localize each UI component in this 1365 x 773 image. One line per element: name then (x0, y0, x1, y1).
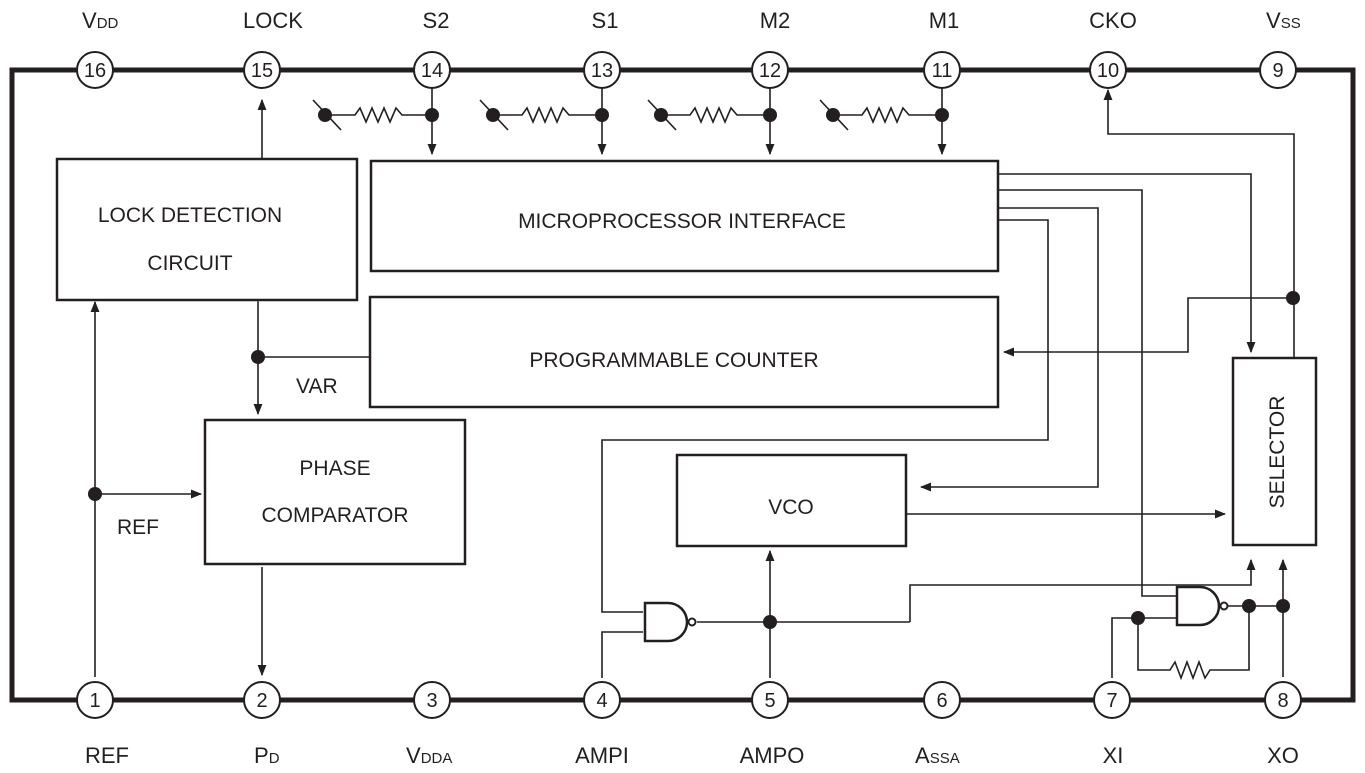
svg-text:15: 15 (251, 60, 273, 82)
selector-block: SELECTOR (1231, 356, 1318, 547)
pin-1-label: REF (85, 743, 129, 768)
pin-13-label: S1 (592, 8, 619, 33)
pin-16: 16 VDD (76, 8, 119, 89)
pin-11-label: M1 (929, 8, 960, 33)
pin-2-label: PD (254, 743, 280, 768)
pin-5: 5 AMPO (740, 681, 805, 768)
pin-5-label: AMPO (740, 743, 805, 768)
svg-text:1: 1 (89, 690, 100, 712)
pin-1: 1 REF (76, 681, 129, 768)
pin-10-label: CKO (1089, 8, 1137, 33)
phase-comparator-label-line1: PHASE (299, 457, 370, 480)
svg-text:7: 7 (1106, 690, 1117, 712)
pin-7: 7 XI (1093, 681, 1131, 768)
phase-comparator-label-line2: COMPARATOR (261, 504, 408, 527)
svg-text:14: 14 (421, 60, 443, 82)
svg-text:5: 5 (764, 690, 775, 712)
pin11-network (819, 88, 947, 156)
lock-detection-label-line1: LOCK DETECTION (98, 204, 282, 227)
pin-4: 4 AMPI (575, 681, 629, 768)
pin-11: 11 M1 (923, 8, 961, 89)
vco-label: VCO (768, 496, 814, 519)
chip-outline (9, 67, 1356, 703)
pin-15: 15 LOCK (243, 8, 303, 89)
lock-detection-block: LOCK DETECTION CIRCUIT (55, 157, 359, 302)
junction-dots (88, 108, 1300, 629)
vco-block: VCO (675, 453, 908, 548)
selector-label: SELECTOR (1266, 396, 1289, 509)
ref-signal-label: REF (117, 516, 159, 539)
pin-8: 8 XO (1264, 681, 1302, 768)
pin-13: 13 S1 (583, 8, 621, 89)
svg-text:13: 13 (591, 60, 613, 82)
pin-6-label: ASSA (915, 743, 960, 768)
svg-text:3: 3 (426, 690, 437, 712)
microprocessor-interface-label: MICROPROCESSOR INTERFACE (518, 210, 846, 233)
wires (90, 88, 1295, 681)
svg-text:4: 4 (596, 690, 607, 712)
lock-detection-label-line2: CIRCUIT (147, 252, 232, 275)
svg-text:16: 16 (84, 60, 106, 82)
programmable-counter-block: PROGRAMMABLE COUNTER (368, 295, 1000, 409)
pin-16-label: VDD (82, 8, 119, 33)
pin-2: 2 PD (243, 681, 281, 768)
svg-text:6: 6 (936, 690, 947, 712)
phase-comparator-block: PHASE COMPARATOR (203, 418, 467, 566)
microprocessor-interface-block: MICROPROCESSOR INTERFACE (369, 159, 1000, 273)
pin12-network (647, 88, 775, 156)
pin-7-label: XI (1103, 743, 1124, 768)
pin-12: 12 M2 (751, 8, 791, 89)
var-signal-label: VAR (296, 375, 338, 398)
amp-nand-gate (643, 601, 697, 643)
pin-10: 10 CKO (1089, 8, 1137, 89)
pin13-network (479, 88, 607, 156)
pin-8-label: XO (1267, 743, 1299, 768)
pin-14: 14 S2 (413, 8, 451, 89)
pin-14-label: S2 (423, 8, 450, 33)
svg-text:12: 12 (759, 60, 781, 82)
pin-15-label: LOCK (243, 8, 303, 33)
pin14-network (312, 88, 437, 156)
programmable-counter-label: PROGRAMMABLE COUNTER (529, 349, 818, 372)
pin-3-label: VDDA (406, 743, 452, 768)
pin-3: 3 VDDA (406, 681, 452, 768)
pin-9: 9 VSS (1259, 8, 1301, 89)
pin-6: 6 ASSA (915, 681, 961, 768)
svg-text:9: 9 (1272, 60, 1283, 82)
svg-text:2: 2 (256, 690, 267, 712)
pin-9-label: VSS (1266, 8, 1301, 33)
svg-text:8: 8 (1277, 690, 1288, 712)
svg-text:10: 10 (1097, 60, 1119, 82)
pin-4-label: AMPI (575, 743, 629, 768)
svg-text:11: 11 (932, 60, 953, 82)
pin-12-label: M2 (760, 8, 791, 33)
osc-nand-gate (1175, 585, 1229, 627)
